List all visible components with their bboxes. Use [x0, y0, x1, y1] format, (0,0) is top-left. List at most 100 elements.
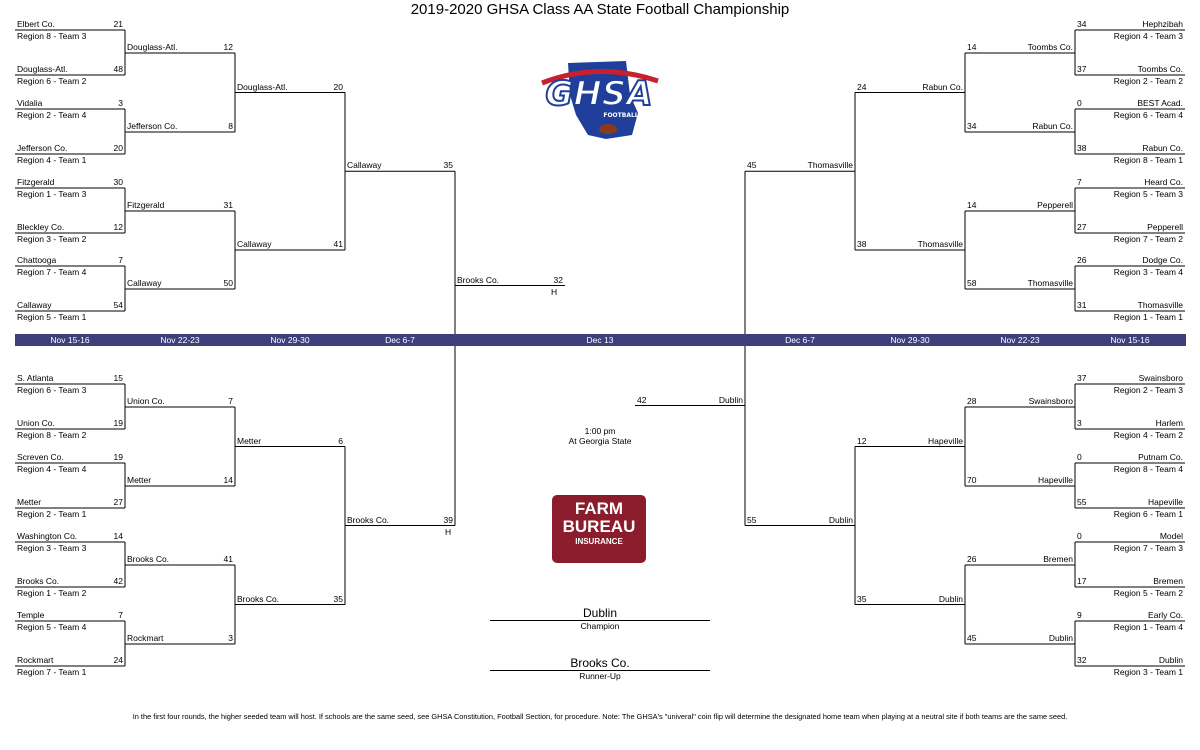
team-score: 42: [113, 576, 123, 586]
home-marker: H: [551, 286, 558, 297]
team-name: Brooks Co.: [457, 274, 500, 285]
team-name: Rabun Co.: [1142, 143, 1183, 153]
team-score: 24: [857, 81, 867, 92]
date-label-final: Dec 13: [586, 335, 614, 345]
team-name: Rabun Co.: [922, 81, 963, 92]
runner-up-team: Brooks Co.: [570, 656, 630, 670]
team-name: Swainsboro: [1138, 373, 1183, 383]
team-name: BEST Acad.: [1137, 98, 1183, 108]
team-name: Hephzibah: [1142, 19, 1183, 29]
team-name: Toombs Co.: [1027, 42, 1073, 52]
team-name: Model: [1159, 531, 1183, 541]
home-marker: H: [445, 526, 452, 537]
team-seed: Region 1 - Team 1: [1113, 312, 1183, 322]
team-score: 6: [338, 435, 343, 446]
team-seed: Region 5 - Team 3: [1113, 189, 1183, 199]
team-name: Dublin: [1158, 655, 1183, 665]
date-label-right-r2: Nov 22-23: [1000, 335, 1040, 345]
team-seed: Region 2 - Team 3: [1113, 385, 1183, 395]
team-name: Callaway: [347, 160, 382, 171]
date-band: [15, 334, 1186, 346]
team-seed: Region 5 - Team 2: [1113, 588, 1183, 598]
team-seed: Region 8 - Team 3: [17, 31, 87, 41]
champion-block: Dublin Champion: [490, 606, 710, 631]
team-score: 38: [857, 239, 867, 249]
team-score: 12: [223, 42, 233, 52]
team-score: 35: [443, 160, 453, 171]
team-score: 37: [1077, 373, 1087, 383]
footnote: In the first four rounds, the higher see…: [132, 712, 1068, 721]
team-name: Washington Co.: [17, 531, 78, 541]
team-seed: Region 1 - Team 3: [17, 189, 87, 199]
team-name: Toombs Co.: [1137, 64, 1183, 74]
team-name: Hapeville: [928, 435, 963, 446]
team-name: Swainsboro: [1028, 396, 1073, 406]
team-score: 12: [113, 222, 123, 232]
team-score: 34: [967, 121, 977, 131]
team-name: Metter: [17, 497, 42, 507]
team-score: 3: [228, 633, 233, 643]
team-score: 28: [967, 396, 977, 406]
team-score: 35: [333, 593, 343, 604]
team-score: 17: [1077, 576, 1087, 586]
team-name: Screven Co.: [17, 452, 64, 462]
team-seed: Region 7 - Team 2: [1113, 234, 1183, 244]
team-seed: Region 4 - Team 4: [17, 464, 87, 474]
team-name: Douglass-Atl.: [17, 64, 68, 74]
team-name: Brooks Co.: [127, 554, 170, 564]
team-name: Brooks Co.: [237, 593, 280, 604]
team-name: Pepperell: [1037, 200, 1073, 210]
team-seed: Region 6 - Team 2: [17, 76, 87, 86]
team-seed: Region 8 - Team 1: [1113, 155, 1183, 165]
team-score: 41: [223, 554, 233, 564]
team-seed: Region 2 - Team 4: [17, 110, 87, 120]
farm-bureau-line1: FARM: [574, 499, 624, 518]
team-score: 14: [113, 531, 123, 541]
team-name: Elbert Co.: [17, 19, 55, 29]
team-score: 12: [857, 435, 867, 446]
team-score: 14: [967, 42, 977, 52]
team-name: Douglass-Atl.: [237, 81, 288, 92]
team-score: 58: [967, 278, 977, 288]
team-name: Douglass-Atl.: [127, 42, 178, 52]
game-venue: At Georgia State: [568, 436, 632, 446]
team-score: 7: [118, 610, 123, 620]
team-name: Harlem: [1155, 418, 1183, 428]
team-score: 31: [1077, 300, 1087, 310]
team-score: 37: [1077, 64, 1087, 74]
team-score: 14: [223, 475, 233, 485]
team-name: Fitzgerald: [17, 177, 55, 187]
team-name: Metter: [127, 475, 152, 485]
team-name: Vidalia: [17, 98, 43, 108]
team-name: Rockmart: [127, 633, 164, 643]
team-name: Hapeville: [1038, 475, 1073, 485]
team-seed: Region 5 - Team 4: [17, 622, 87, 632]
team-score: 55: [747, 514, 757, 525]
farm-bureau-line3: INSURANCE: [575, 537, 623, 546]
page-title: 2019-2020 GHSA Class AA State Football C…: [410, 1, 790, 18]
team-name: Union Co.: [17, 418, 55, 428]
team-name: Rabun Co.: [1032, 121, 1073, 131]
team-seed: Region 1 - Team 4: [1113, 622, 1183, 632]
team-name: Brooks Co.: [17, 576, 60, 586]
team-seed: Region 2 - Team 1: [17, 509, 87, 519]
team-seed: Region 2 - Team 2: [1113, 76, 1183, 86]
runner-up-block: Brooks Co. Runner-Up: [490, 656, 710, 681]
team-score: 26: [967, 554, 977, 564]
team-seed: Region 3 - Team 4: [1113, 267, 1183, 277]
team-score: 14: [967, 200, 977, 210]
team-name: Rockmart: [17, 655, 54, 665]
team-name: Dublin: [1048, 633, 1073, 643]
champion-team: Dublin: [582, 606, 618, 620]
team-score: 27: [1077, 222, 1087, 232]
team-name: Union Co.: [127, 396, 165, 406]
team-name: Thomasville: [1137, 300, 1183, 310]
team-name: Early Co.: [1148, 610, 1183, 620]
team-name: Dublin: [718, 394, 743, 405]
team-name: Brooks Co.: [347, 514, 390, 525]
team-name: Thomasville: [807, 160, 853, 171]
team-seed: Region 3 - Team 1: [1113, 667, 1183, 677]
ghsa-logo-text: GHSA: [545, 74, 652, 114]
date-label-right-r4: Dec 6-7: [785, 335, 815, 345]
team-score: 8: [228, 121, 233, 131]
